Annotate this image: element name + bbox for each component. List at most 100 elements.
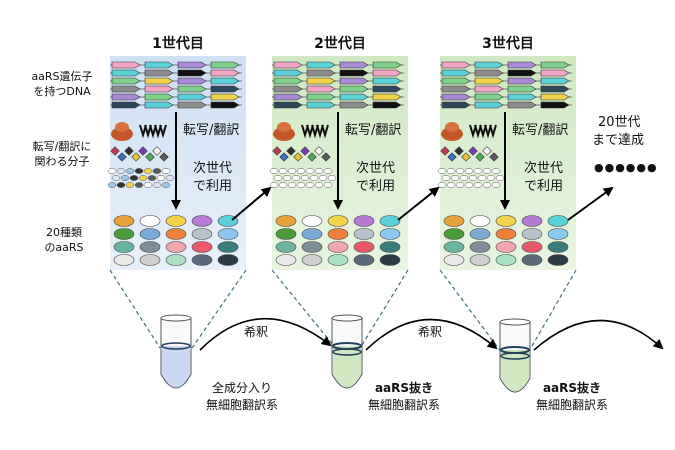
amino-acid-icon: [307, 152, 317, 162]
gene-arrow-icon: [177, 101, 207, 109]
small-molecule-icon: [152, 168, 162, 174]
amino-acid-icon: [124, 146, 134, 156]
aars-icon: [165, 228, 187, 240]
small-molecule-icon: [156, 175, 166, 181]
aars-icon: [353, 241, 375, 253]
dna-gene-arrows: [110, 61, 242, 109]
gene-arrow-icon: [372, 101, 402, 109]
aars-icon: [301, 228, 323, 240]
small-molecule-icon: [450, 175, 460, 181]
aars-icon: [275, 228, 297, 240]
aars-icon: [301, 215, 323, 227]
generation-title: 3世代目: [482, 35, 534, 52]
aars-icon: [327, 254, 349, 266]
translation-molecules: [437, 122, 505, 188]
dilution-arrow: [199, 317, 332, 351]
aars-icon: [521, 254, 543, 266]
gene-arrow-icon: [474, 77, 504, 85]
aars-icon: [443, 228, 465, 240]
small-molecule-icon: [482, 182, 492, 188]
aars-icon: [353, 228, 375, 240]
gene-arrow-icon: [177, 69, 207, 77]
aars-icon: [217, 254, 239, 266]
gene-arrow-icon: [111, 93, 141, 101]
gene-arrow-icon: [306, 101, 336, 109]
amino-acid-icon: [117, 152, 127, 162]
gene-arrow-icon: [339, 93, 369, 101]
gene-arrow-icon: [177, 93, 207, 101]
gene-arrow-icon: [306, 93, 336, 101]
ribosome-icon: [115, 122, 129, 132]
test-tube: [499, 318, 531, 393]
aars-icon: [191, 215, 213, 227]
svg-text:次世代: 次世代: [193, 160, 232, 176]
aars-icon: [301, 254, 323, 266]
ribosome-icon: [445, 122, 459, 132]
small-molecule-icon: [464, 182, 474, 188]
gene-arrow-icon: [273, 61, 303, 69]
amino-acid-icon: [293, 152, 303, 162]
tube-liquid: [501, 350, 529, 392]
gene-arrow-icon: [507, 77, 537, 85]
gene-arrow-icon: [540, 93, 570, 101]
gene-arrow-icon: [273, 77, 303, 85]
tube-band: [161, 342, 191, 350]
aars-icon: [217, 241, 239, 253]
small-molecule-icon: [323, 168, 333, 174]
tube-rim: [331, 314, 363, 322]
amino-acid-icon: [272, 146, 282, 156]
aars-icon: [495, 215, 517, 227]
gene-arrow-icon: [306, 77, 336, 85]
small-molecule-icon: [455, 182, 465, 188]
small-molecule-icon: [269, 168, 279, 174]
translation-molecules: [269, 122, 337, 188]
small-molecule-icon: [455, 168, 465, 174]
aars-icon: [139, 215, 161, 227]
amino-acid-icon: [468, 146, 478, 156]
svg-text:で利用: で利用: [524, 179, 563, 194]
small-molecule-icon: [107, 182, 117, 188]
small-molecule-icon: [314, 168, 324, 174]
svg-text:aaRS抜き: aaRS抜き: [375, 380, 433, 395]
amino-acid-icon: [131, 152, 141, 162]
aars-icon: [469, 241, 491, 253]
trna-icon: [489, 124, 497, 139]
small-molecule-icon: [464, 168, 474, 174]
small-molecule-icon: [473, 182, 483, 188]
aars-icon: [275, 254, 297, 266]
small-molecule-icon: [269, 182, 279, 188]
translation-molecules: [107, 122, 175, 188]
aars-icon: [443, 254, 465, 266]
ribosome-icon: [273, 127, 295, 141]
tube-liquid: [162, 346, 190, 388]
small-molecule-icon: [446, 168, 456, 174]
gene-arrow-icon: [540, 69, 570, 77]
small-molecule-icon: [296, 168, 306, 174]
aars-icon: [113, 254, 135, 266]
aars-icon: [165, 241, 187, 253]
svg-text:全成分入り: 全成分入り: [212, 380, 272, 395]
small-molecule-icon: [134, 182, 144, 188]
gene-arrow-icon: [273, 85, 303, 93]
transcription-arrow: 転写/翻訳 次世代 で利用: [171, 112, 239, 210]
small-molecule-icon: [482, 168, 492, 174]
small-molecule-icon: [116, 168, 126, 174]
gene-arrow-icon: [210, 61, 240, 69]
trna-icon: [159, 124, 167, 139]
gene-arrow-icon: [339, 61, 369, 69]
ribosome-icon: [441, 127, 463, 141]
aars-icon: [353, 215, 375, 227]
small-molecule-icon: [278, 168, 288, 174]
aars-icon: [379, 254, 401, 266]
aars-icon: [547, 254, 569, 266]
dilution-label: 希釈: [418, 324, 442, 339]
svg-text:次世代: 次世代: [524, 160, 563, 176]
aars-icon: [275, 215, 297, 227]
aars-icon: [165, 254, 187, 266]
svg-text:20世代: 20世代: [598, 115, 641, 130]
small-molecule-icon: [486, 175, 496, 181]
row-label-molecules: 転写/翻訳に 関わる分子: [33, 139, 92, 168]
small-molecule-icon: [491, 168, 501, 174]
gene-arrow-icon: [144, 85, 174, 93]
